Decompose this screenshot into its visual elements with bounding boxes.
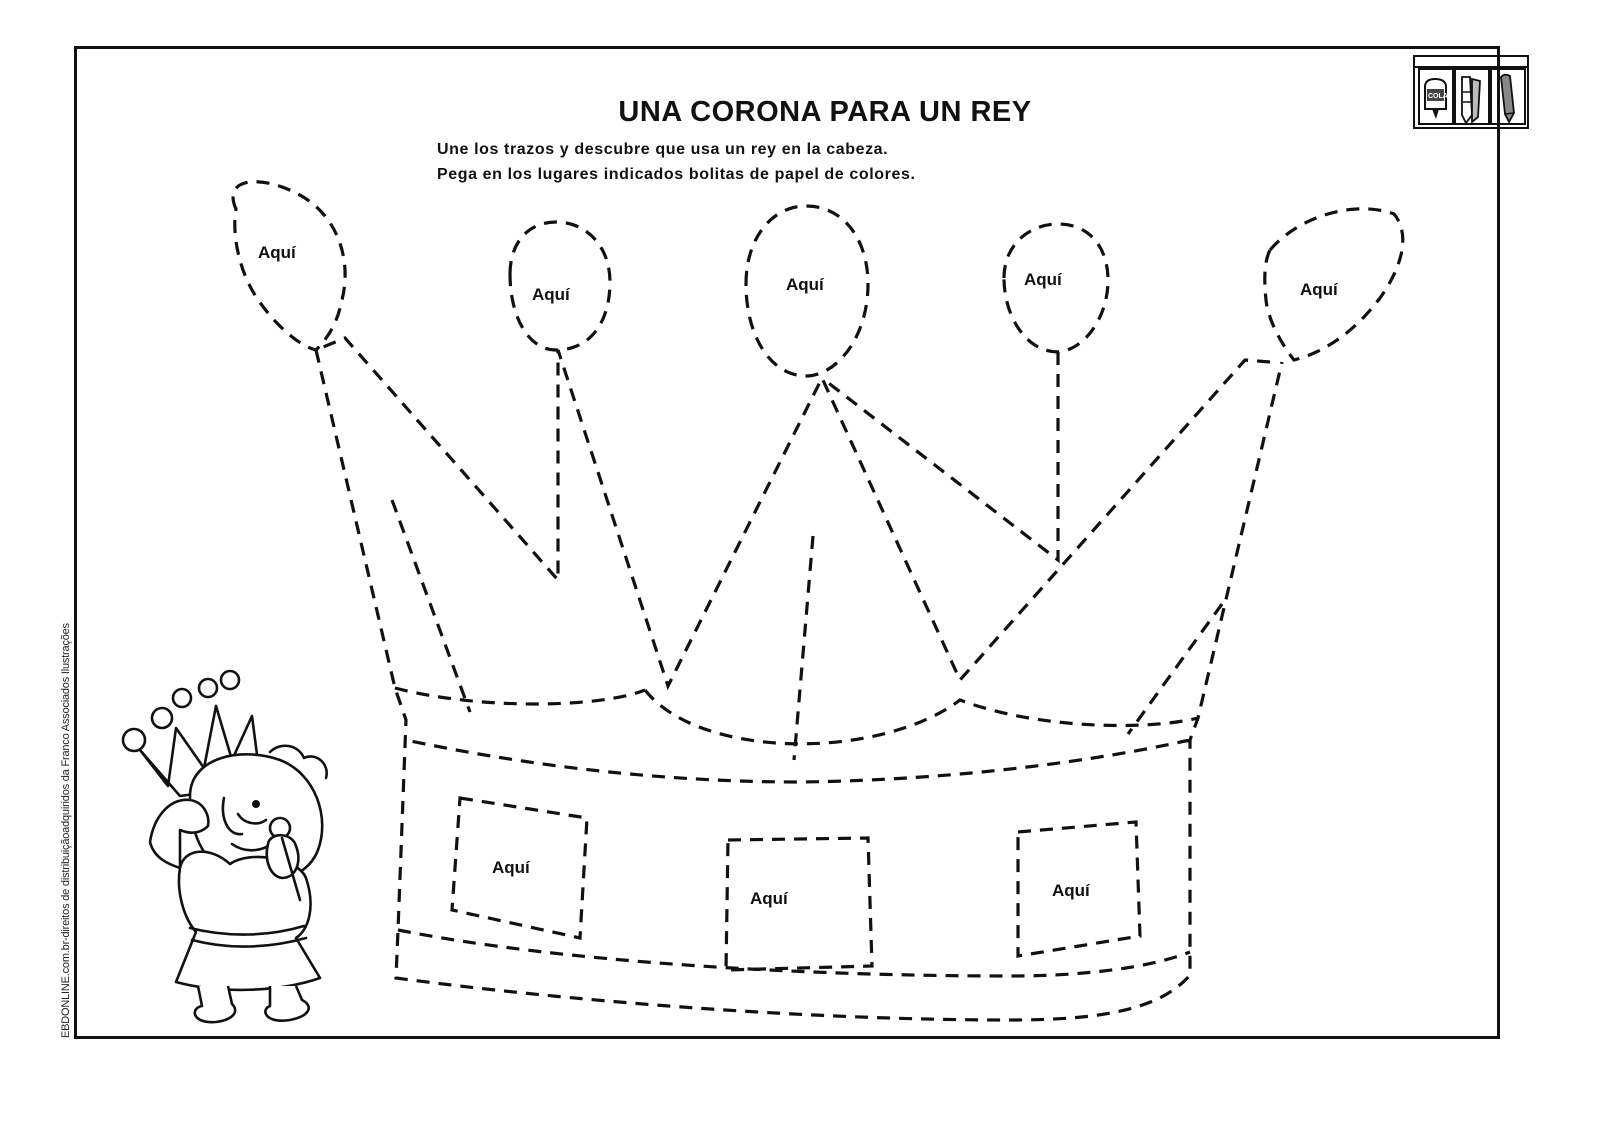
worksheet-frame: [74, 46, 1500, 1039]
label-ball-5: Aquí: [1300, 280, 1339, 299]
label-gem-1: Aquí: [492, 858, 531, 877]
crayons-icon: [1454, 68, 1490, 125]
tools-box: COLA: [1413, 55, 1529, 129]
crown-ball-5: [1263, 207, 1405, 362]
label-ball-1: Aquí: [258, 243, 297, 262]
crown-ball-4: [1002, 222, 1110, 354]
svg-text:COLA: COLA: [1428, 93, 1448, 100]
instruction-line-1: Une los trazos y descubre que usa un rey…: [437, 141, 889, 158]
instruction-line-2: Pega en los lugares indicados bolitas de…: [437, 166, 916, 183]
crown-gem-1: [450, 796, 589, 940]
label-ball-4: Aquí: [1024, 270, 1063, 289]
page-title: UNA CORONA PARA UN REY: [618, 96, 1032, 128]
crown-gem-3: [1016, 820, 1142, 958]
glue-icon: COLA: [1418, 68, 1454, 125]
crown-body-outline: [314, 336, 1284, 1022]
label-ball-2: Aquí: [532, 285, 571, 304]
crown-ball-1: [231, 180, 347, 352]
label-gem-3: Aquí: [1052, 881, 1091, 900]
crown-ball-3: [744, 204, 870, 378]
crown-gem-2: [724, 836, 874, 972]
label-ball-3: Aquí: [786, 275, 825, 294]
label-gem-2: Aquí: [750, 889, 789, 908]
king-illustration: [121, 669, 328, 1024]
crown-ball-2: [508, 220, 612, 352]
pencil-icon: [1490, 68, 1526, 125]
